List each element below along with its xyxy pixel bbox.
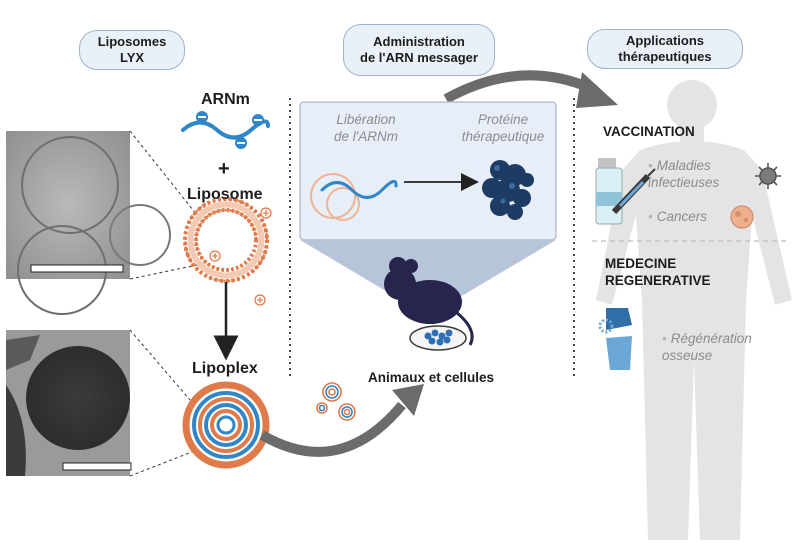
label-plus: + xyxy=(218,158,230,180)
header-administration-text: Administration de l'ARN messager xyxy=(360,34,478,65)
syringe-icon xyxy=(611,168,656,215)
label-proteine: Protéine thérapeutique xyxy=(461,112,545,144)
vaccine-vial-icon xyxy=(595,158,623,225)
label-arnm: ARNm xyxy=(201,91,250,108)
header-liposomes-text: Liposomes LYX xyxy=(97,34,167,65)
label-cancers: •Cancers xyxy=(648,209,708,224)
liposome-icon xyxy=(183,197,272,306)
mrna-strand-icon xyxy=(181,111,270,149)
tem-image-lipoplex xyxy=(6,330,132,476)
header-liposomes: Liposomes LYX xyxy=(79,30,185,70)
application-arrow xyxy=(443,70,618,108)
petri-dish-icon xyxy=(409,325,467,351)
label-vaccination: VACCINATION xyxy=(603,124,695,139)
header-administration: Administration de l'ARN messager xyxy=(343,24,495,76)
bone-joint-icon xyxy=(598,308,632,370)
cancer-cell-icon xyxy=(730,205,754,229)
protein-highlight xyxy=(494,165,515,204)
mouse-icon xyxy=(384,257,474,346)
delivery-arrow xyxy=(259,384,424,457)
tem-image-liposome xyxy=(6,131,171,315)
column-dividers xyxy=(289,98,575,380)
small-lipoplexes-icon xyxy=(316,382,356,421)
label-liposome: Liposome xyxy=(187,186,263,203)
label-medecine: MEDECINE REGENERATIVE xyxy=(605,256,711,288)
label-lipoplex: Lipoplex xyxy=(192,360,258,377)
human-body-silhouette xyxy=(596,80,792,540)
lipoplex-icon xyxy=(182,381,270,469)
released-mrna-icon xyxy=(320,179,398,199)
header-applications: Applications thérapeutiques xyxy=(587,29,743,69)
released-liposome-icon xyxy=(310,173,360,221)
label-maladies-text: Maladies infectieuses xyxy=(648,158,720,190)
label-liberation: Libération de l'ARNm xyxy=(333,112,399,144)
label-regeneration-text: Régénération osseuse xyxy=(662,331,752,363)
label-regeneration: •Régénération osseuse xyxy=(662,331,752,363)
virus-icon xyxy=(755,163,781,189)
label-maladies: •Maladies infectieuses xyxy=(648,158,720,190)
label-cancers-text: Cancers xyxy=(656,209,708,224)
header-applications-text: Applications thérapeutiques xyxy=(618,33,712,64)
label-animaux: Animaux et cellules xyxy=(368,370,495,385)
